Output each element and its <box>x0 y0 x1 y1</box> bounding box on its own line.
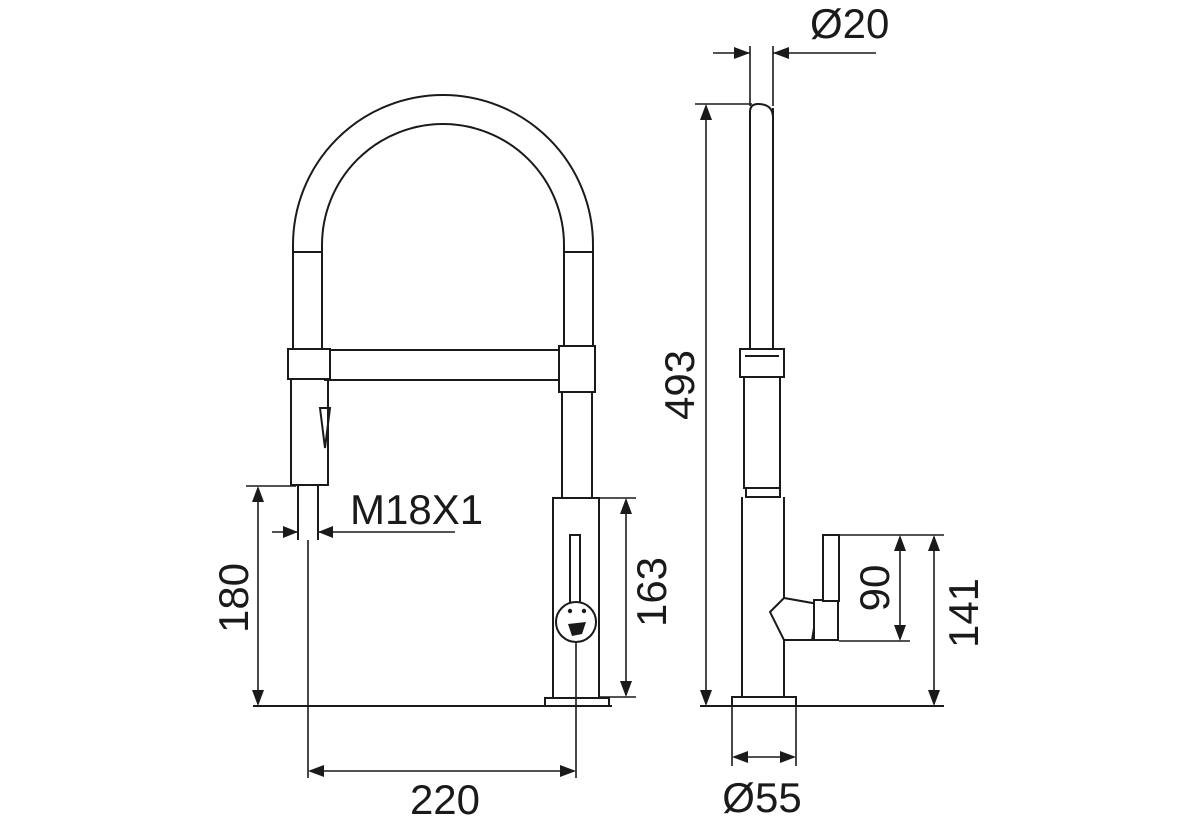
side-lever-handle <box>822 534 840 602</box>
thread-label: M18X1 <box>350 486 483 533</box>
width-220-label: 220 <box>410 776 480 821</box>
side-spray-head <box>743 377 781 489</box>
height-90-label: 90 <box>851 565 898 612</box>
diameter-20-label: Ø20 <box>810 0 889 47</box>
spray-outlet <box>297 485 319 540</box>
front-view <box>253 94 612 707</box>
lever-handle <box>569 534 581 611</box>
lever-hub <box>555 601 597 643</box>
height-163-label: 163 <box>628 557 675 627</box>
crossbar <box>324 349 562 381</box>
spray-trigger <box>318 407 332 449</box>
side-lever-block <box>813 599 839 641</box>
side-body <box>741 497 785 698</box>
side-lever-joint <box>768 596 820 641</box>
spray-head <box>290 380 329 486</box>
height-141-label: 141 <box>940 578 987 648</box>
column-collar <box>558 345 596 393</box>
diameter-55-label: Ø55 <box>722 774 801 821</box>
height-180-label: 180 <box>210 563 257 633</box>
front-dimensions: 180 M18X1 163 220 <box>210 485 675 821</box>
side-hose-top <box>749 102 774 350</box>
base-plate <box>544 697 610 707</box>
height-493-label: 493 <box>656 350 703 420</box>
arch-inner <box>321 123 565 350</box>
side-base <box>731 696 797 707</box>
side-collar <box>739 348 785 378</box>
column <box>561 392 593 498</box>
spray-collar <box>287 348 331 380</box>
side-dimensions: Ø20 493 90 141 Ø55 <box>656 0 987 821</box>
side-view <box>700 102 944 707</box>
arch-outer <box>292 94 594 350</box>
